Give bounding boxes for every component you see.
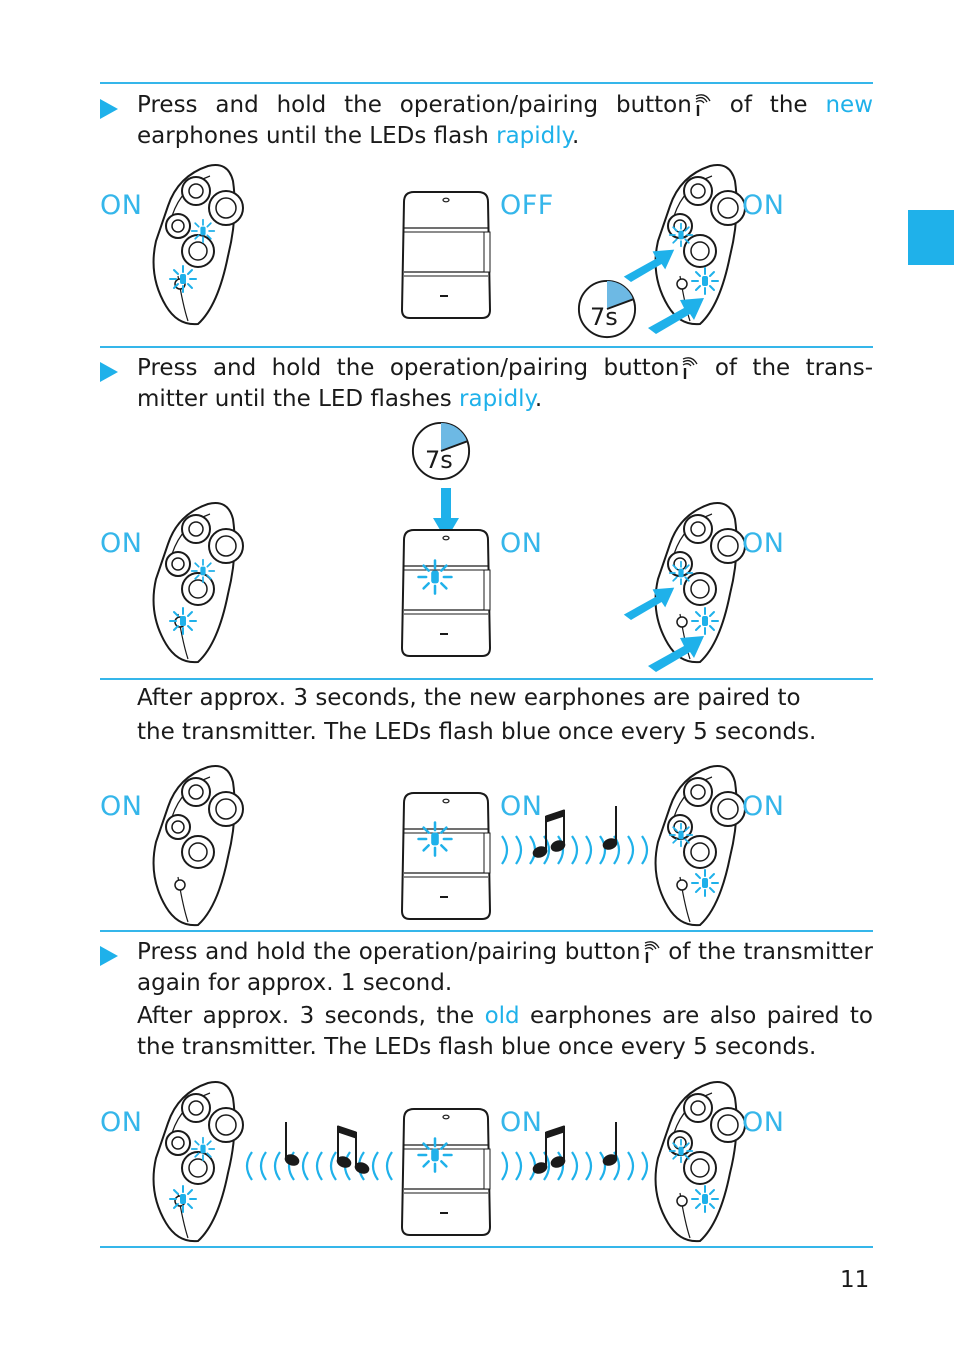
led-flash-icon	[190, 558, 216, 584]
highlight-rapidly: rapidly	[459, 386, 535, 412]
led-flash-icon	[668, 1138, 694, 1164]
pairing-button-icon	[679, 356, 699, 380]
bullet-triangle-icon	[100, 99, 118, 119]
led-flash-icon	[690, 1184, 720, 1214]
led-flash-icon	[168, 606, 198, 636]
press-arrow-icon	[622, 584, 676, 620]
step-text: Press and hold the operation/pairing but…	[137, 92, 874, 149]
divider	[100, 346, 873, 348]
highlight-new: new	[825, 92, 874, 118]
timer-label: 7s	[425, 446, 453, 474]
step-text: Press and hold the operation/pairing but…	[137, 939, 873, 996]
led-flash-icon	[190, 1136, 216, 1162]
on-label: ON	[742, 190, 785, 221]
instruction-step-1: Press and hold the operation/pairing but…	[100, 90, 873, 152]
instruction-step-3: Press and hold the operation/pairing but…	[100, 937, 873, 999]
on-label: ON	[100, 791, 143, 822]
led-flash-icon	[668, 222, 694, 248]
on-label: ON	[100, 1107, 143, 1138]
led-flash-icon	[416, 1136, 454, 1174]
led-flash-icon	[416, 558, 454, 596]
step-text: Press and hold the operation/pairing but…	[137, 355, 874, 412]
chapter-tab	[908, 210, 954, 265]
on-label: ON	[500, 528, 543, 559]
led-flash-icon	[416, 820, 454, 858]
divider	[100, 678, 873, 680]
led-flash-icon	[168, 1184, 198, 1214]
music-notes-icon	[530, 804, 630, 864]
earphones-illustration	[640, 1073, 750, 1243]
on-label: ON	[100, 190, 143, 221]
pairing-button-icon	[641, 940, 661, 964]
divider	[100, 82, 873, 84]
led-flash-icon	[168, 264, 198, 294]
off-label: OFF	[500, 190, 554, 221]
press-arrow-icon	[646, 294, 706, 334]
on-label: ON	[500, 791, 543, 822]
bullet-triangle-icon	[100, 946, 118, 966]
led-flash-icon	[668, 822, 694, 848]
on-label: ON	[742, 1107, 785, 1138]
old-paired-info-text: After approx. 3 seconds, the old earphon…	[137, 1003, 873, 1060]
highlight-old: old	[484, 1003, 520, 1029]
earphones-illustration	[640, 757, 750, 927]
led-flash-icon	[668, 560, 694, 586]
divider	[100, 930, 873, 932]
press-arrow-icon	[646, 632, 706, 672]
led-flash-icon	[690, 266, 720, 296]
on-label: ON	[742, 791, 785, 822]
bullet-triangle-icon	[100, 362, 118, 382]
paired-info-text: After approx. 3 seconds, the new earphon…	[137, 685, 817, 745]
on-label: ON	[500, 1107, 543, 1138]
press-down-arrow-icon	[433, 488, 459, 540]
on-label: ON	[100, 528, 143, 559]
music-notes-icon	[530, 1120, 630, 1180]
timer-label: 7s	[590, 303, 618, 331]
led-flash-icon	[690, 868, 720, 898]
transmitter-illustration	[398, 188, 494, 320]
led-flash-icon	[190, 218, 216, 244]
page-number: 11	[840, 1267, 870, 1293]
instruction-step-2: Press and hold the operation/pairing but…	[100, 353, 873, 415]
on-label: ON	[742, 528, 785, 559]
press-arrow-icon	[622, 246, 676, 282]
music-notes-icon	[272, 1120, 372, 1180]
highlight-rapidly: rapidly	[496, 123, 572, 149]
pairing-button-icon	[692, 93, 712, 117]
earphones-illustration	[138, 757, 248, 927]
divider	[100, 1246, 873, 1248]
